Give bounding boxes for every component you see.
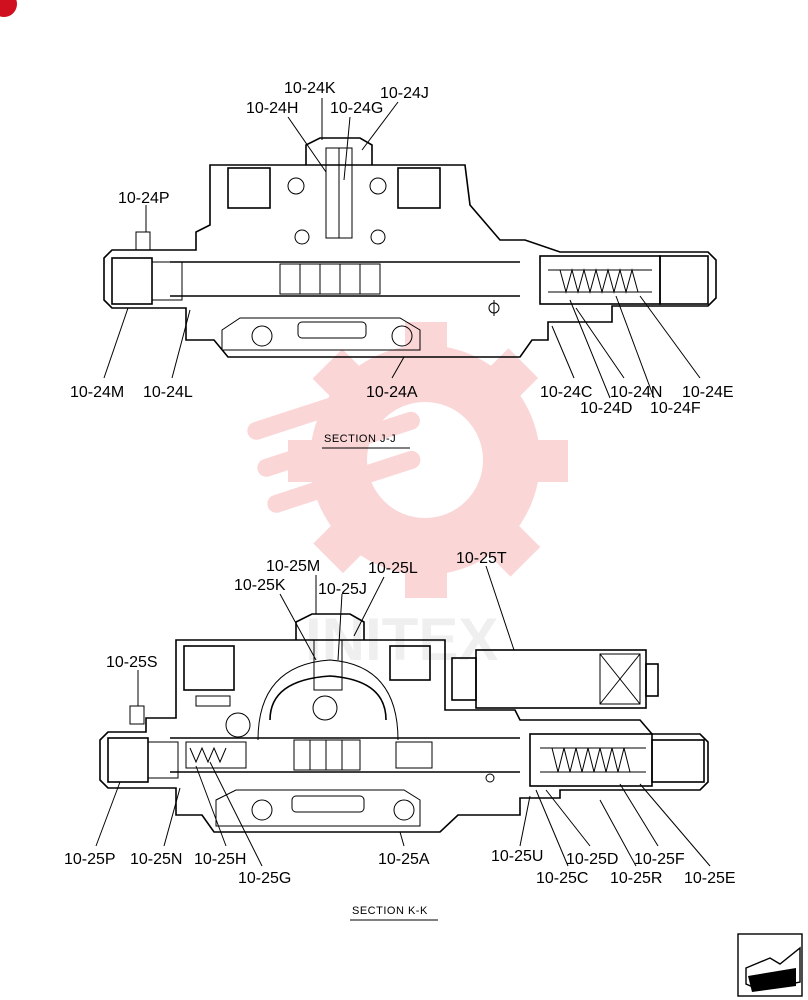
section-jj-leaders <box>103 98 701 399</box>
section-kk-caption: SECTION K-K <box>350 905 438 921</box>
label-10-24J: 10-24J <box>380 85 429 102</box>
label-10-25E: 10-25E <box>684 870 736 887</box>
label-10-25U: 10-25U <box>491 848 543 865</box>
label-10-24D: 10-24D <box>580 400 632 417</box>
label-10-24P: 10-24P <box>118 190 170 207</box>
label-10-25N: 10-25N <box>130 851 182 868</box>
label-10-25G: 10-25G <box>238 870 291 887</box>
section-kk-drawing <box>99 613 709 833</box>
label-10-24N: 10-24N <box>610 384 662 401</box>
label-10-25H: 10-25H <box>194 851 246 868</box>
label-10-25L: 10-25L <box>368 560 418 577</box>
label-10-24L: 10-24L <box>143 384 193 401</box>
label-10-25D: 10-25D <box>566 851 618 868</box>
label-10-24K: 10-24K <box>284 80 336 97</box>
label-10-24F: 10-24F <box>650 400 701 417</box>
section-kk-labels: 10-25M 10-25T 10-25K 10-25J 10-25L 10-25… <box>64 550 736 887</box>
label-10-24A: 10-24A <box>366 384 418 401</box>
label-10-24E: 10-24E <box>682 384 734 401</box>
label-10-24G: 10-24G <box>330 100 383 117</box>
label-10-24H: 10-24H <box>246 100 298 117</box>
caption-section-jj: SECTION J-J <box>324 433 396 445</box>
label-10-25M: 10-25M <box>266 558 320 575</box>
label-10-25T: 10-25T <box>456 550 507 567</box>
label-10-24M: 10-24M <box>70 384 124 401</box>
section-jj-caption: SECTION J-J <box>322 433 410 449</box>
corner-badge <box>0 0 17 17</box>
watermark-logo <box>247 322 568 598</box>
label-10-25K: 10-25K <box>234 577 286 594</box>
label-10-25A: 10-25A <box>378 851 430 868</box>
section-jj-labels: 10-24K 10-24H 10-24G 10-24J 10-24P 10-24… <box>70 80 734 417</box>
label-10-24C: 10-24C <box>540 384 592 401</box>
next-page-arrow-icon[interactable] <box>737 933 803 997</box>
label-10-25S: 10-25S <box>106 654 158 671</box>
label-10-25P: 10-25P <box>64 851 116 868</box>
label-10-25J: 10-25J <box>318 581 367 598</box>
section-jj-drawing <box>103 137 717 358</box>
label-10-25C: 10-25C <box>536 870 588 887</box>
caption-section-kk: SECTION K-K <box>352 905 428 917</box>
section-kk-leaders <box>95 565 711 867</box>
label-10-25R: 10-25R <box>610 870 662 887</box>
label-10-25F: 10-25F <box>634 851 685 868</box>
